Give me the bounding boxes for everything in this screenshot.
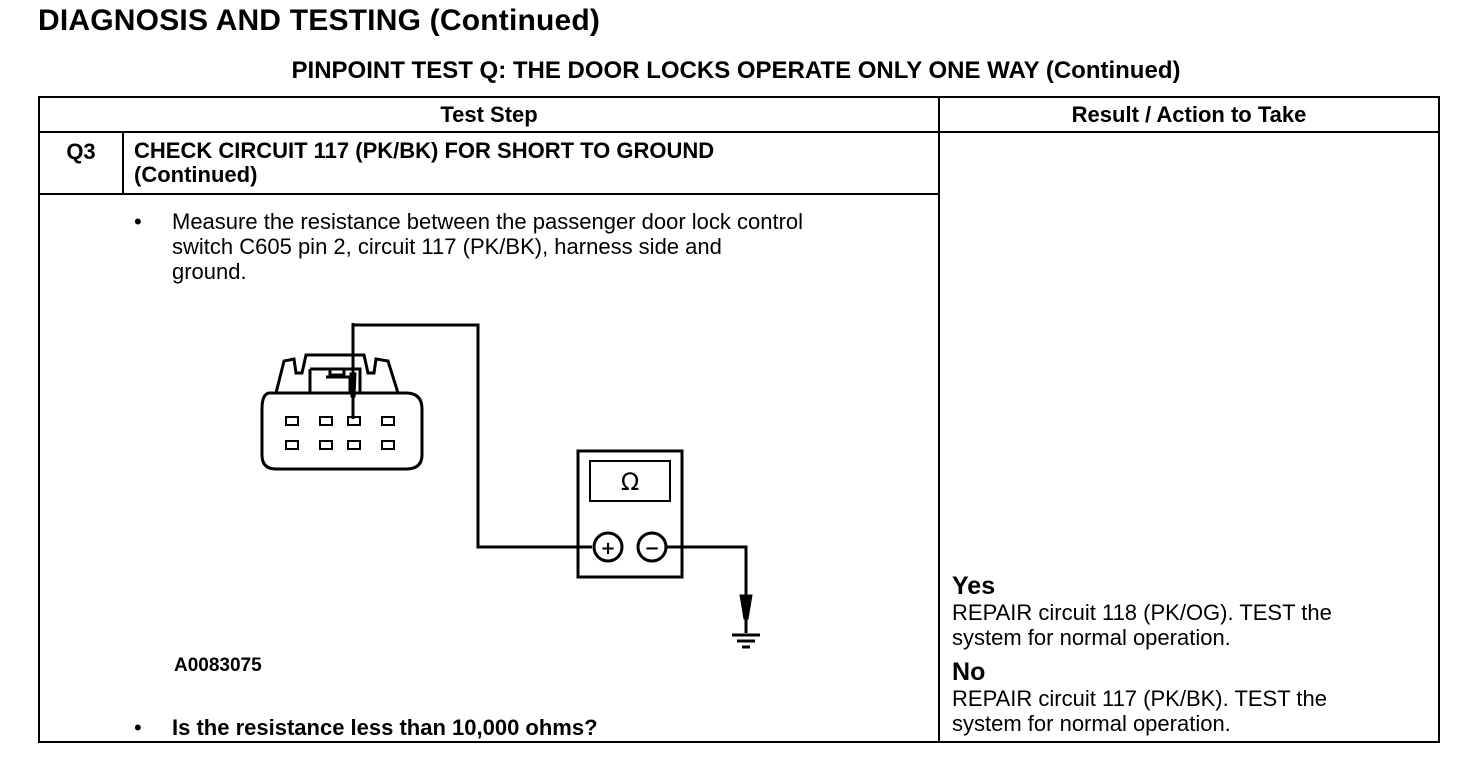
result-yes-line-2: system for normal operation. xyxy=(952,625,1231,650)
question-text: Is the resistance less than 10,000 ohms? xyxy=(172,715,598,740)
meter-plus-icon: + xyxy=(600,538,615,559)
probe-icon xyxy=(349,323,357,419)
result-no-line-2: system for normal operation. xyxy=(952,711,1231,736)
result-yes-label: Yes xyxy=(952,572,996,600)
connector-ohmmeter-diagram: Ω + − xyxy=(260,323,760,649)
result-no-label: No xyxy=(952,658,986,686)
header-result-action: Result / Action to Take xyxy=(938,96,1441,133)
step-id: Q3 xyxy=(38,131,124,195)
page-title: DIAGNOSIS AND TESTING (Continued) xyxy=(38,4,601,37)
result-yes: Yes REPAIR circuit 118 (PK/OG). TEST the… xyxy=(952,572,1332,651)
ground-probe-icon xyxy=(739,594,753,633)
pinpoint-test-title: PINPOINT TEST Q: THE DOOR LOCKS OPERATE … xyxy=(291,57,1181,84)
result-no: No REPAIR circuit 117 (PK/BK). TEST the … xyxy=(952,658,1327,737)
step-title-line-1: CHECK CIRCUIT 117 (PK/BK) FOR SHORT TO G… xyxy=(134,138,715,163)
result-yes-line-1: REPAIR circuit 118 (PK/OG). TEST the xyxy=(952,600,1332,625)
ohm-symbol: Ω xyxy=(621,468,639,496)
negative-lead-wire xyxy=(666,545,748,595)
connector-c605-icon xyxy=(260,353,424,471)
bullet-icon: • xyxy=(134,209,142,234)
step-body: • Measure the resistance between the pas… xyxy=(37,193,941,743)
result-cell: Yes REPAIR circuit 118 (PK/OG). TEST the… xyxy=(938,131,1441,743)
meter-minus-icon: − xyxy=(644,538,659,559)
header-test-step: Test Step xyxy=(37,96,941,133)
instruction-text: Measure the resistance between the passe… xyxy=(172,209,932,284)
step-title: CHECK CIRCUIT 117 (PK/BK) FOR SHORT TO G… xyxy=(121,131,941,195)
bullet-icon: • xyxy=(134,715,142,740)
table-header-row: Test Step Result / Action to Take xyxy=(37,96,1441,133)
ground-symbol-icon xyxy=(732,633,760,649)
instruction-line-2: switch C605 pin 2, circuit 117 (PK/BK), … xyxy=(172,234,722,259)
ohmmeter-icon xyxy=(576,449,684,579)
instruction-line-1: Measure the resistance between the passe… xyxy=(172,209,804,234)
figure-id: A0083075 xyxy=(174,655,262,676)
step-title-line-2: (Continued) xyxy=(134,162,258,187)
step-title-row: Q3 CHECK CIRCUIT 117 (PK/BK) FOR SHORT T… xyxy=(38,131,1441,743)
instruction-line-3: ground. xyxy=(172,259,247,284)
step-body-row: • Measure the resistance between the pas… xyxy=(37,193,1439,743)
result-no-line-1: REPAIR circuit 117 (PK/BK). TEST the xyxy=(952,686,1327,711)
pinpoint-test-table: Test Step Result / Action to Take Q3 CHE… xyxy=(37,96,1441,743)
positive-lead-wire xyxy=(353,323,592,549)
